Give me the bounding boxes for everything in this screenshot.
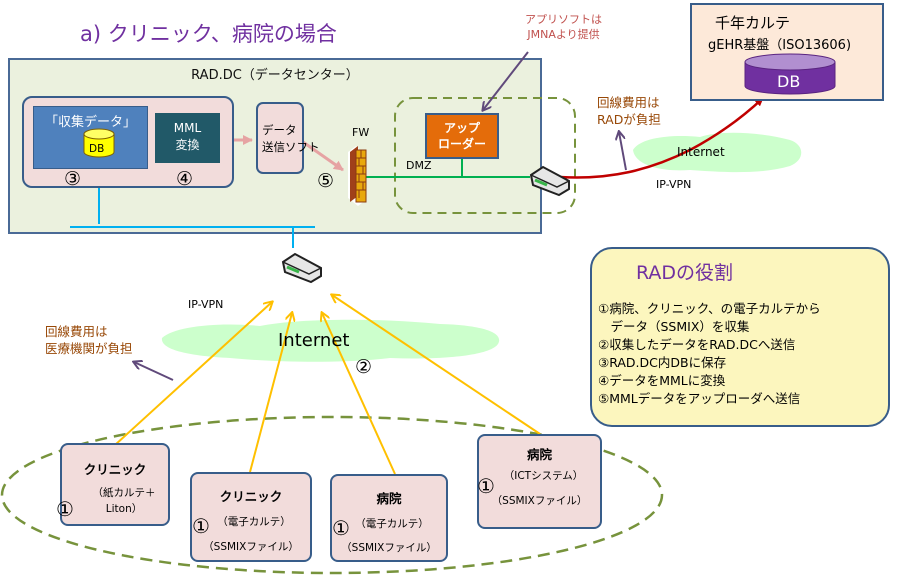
step-1-marker: ① <box>332 516 350 540</box>
collected-data-label: 「収集データ」 <box>44 115 136 130</box>
link-site-1 <box>114 302 272 446</box>
medical-cost-note: 回線費用は 医療機関が負担 <box>45 323 133 357</box>
uploader-box: アップ ローダー <box>425 113 499 159</box>
role-item: ①病院、クリニック、の電子カルテから <box>598 301 821 316</box>
link-site-3 <box>322 313 396 475</box>
site-sub1: （電子カルテ） <box>355 518 429 530</box>
link-site-4 <box>332 295 541 435</box>
page-title: a) クリニック、病院の場合 <box>80 22 337 46</box>
dmz-label: DMZ <box>406 159 432 172</box>
send-line1: データ <box>262 123 297 137</box>
collected-data-box: 「収集データ」 <box>33 106 148 169</box>
site-sub2: （SSMIXファイル） <box>341 542 437 554</box>
site-name: クリニック <box>219 489 283 504</box>
site-clinic-emr: クリニック （電子カルテ） （SSMIXファイル） ① <box>190 472 312 562</box>
role-item: ③RAD.DC内DBに保存 <box>598 355 727 370</box>
step-1-marker: ① <box>477 474 495 498</box>
site-sub1: （紙カルテ＋ <box>92 487 156 499</box>
step-1-marker: ① <box>192 514 210 538</box>
upper-vpn-label: IP-VPN <box>656 178 692 191</box>
rad-cost-note: 回線費用は RADが負担 <box>597 94 661 128</box>
upper-internet-cloud <box>633 132 802 173</box>
step-5-marker: ⑤ <box>317 170 335 192</box>
send-line2: 送信ソフト <box>262 140 320 154</box>
sennen-db-label: DB <box>777 72 801 91</box>
sennen-subtitle: gEHR基盤（ISO13606) <box>708 38 852 53</box>
rad-cost-line2: RADが負担 <box>597 112 661 127</box>
sennen-karte-box <box>690 3 884 101</box>
role-item: ⑤MMLデータをアップローダへ送信 <box>598 391 801 406</box>
mml-line2: 変換 <box>175 138 200 152</box>
arrow-rad-cost <box>619 132 627 171</box>
lower-vpn-label: IP-VPN <box>188 298 224 311</box>
rad-role-box <box>590 247 890 427</box>
institutions-zone <box>0 415 664 575</box>
site-sub1: （電子カルテ） <box>217 516 291 528</box>
site-sub2: Liton） <box>105 503 143 515</box>
site-name: クリニック <box>83 462 147 477</box>
datacenter-title: RAD.DC（データセンター） <box>191 68 359 83</box>
arrow-med-cost <box>134 362 174 381</box>
med-cost-line1: 回線費用は <box>45 324 108 339</box>
router-icon-dmz <box>529 165 570 197</box>
upper-internet-label: Internet <box>677 145 725 159</box>
mml-conversion-box: MML 変換 <box>155 113 220 163</box>
link-to-sennen <box>559 97 764 179</box>
med-cost-line2: 医療機関が負担 <box>45 341 133 356</box>
site-sub2: （SSMIXファイル） <box>203 541 299 553</box>
uploader-line2: ローダー <box>437 137 486 151</box>
site-hospital-ict: 病院 （ICTシステム） （SSMIXファイル） ① <box>477 434 602 529</box>
collected-db-label: DB <box>89 143 105 155</box>
uploader-line1: アップ <box>443 121 480 135</box>
step-2-marker: ② <box>355 356 373 378</box>
step-4-marker: ④ <box>176 168 194 190</box>
rad-role-title: RADの役割 <box>636 262 734 284</box>
role-item: ②収集したデータをRAD.DCへ送信 <box>598 337 796 352</box>
role-item: データ（SSMIX）を収集 <box>598 319 750 334</box>
link-site-2 <box>249 313 292 473</box>
router-icon-dc <box>281 252 322 284</box>
site-name: 病院 <box>376 491 402 506</box>
app-note-line1: アプリソフトは <box>525 13 602 26</box>
app-software-note: アプリソフトは JMNAより提供 <box>525 12 602 42</box>
app-note-line2: JMNAより提供 <box>527 28 600 41</box>
mml-line1: MML <box>173 121 202 135</box>
role-item: ④データをMMLに変換 <box>598 373 726 388</box>
sennen-title: 千年カルテ <box>715 14 791 32</box>
arrow-app-note <box>483 51 529 110</box>
arrow-send-to-fw <box>302 140 344 172</box>
firewall-label: FW <box>352 126 370 139</box>
step-1-marker: ① <box>56 497 74 521</box>
lower-internet-label: Internet <box>278 330 350 351</box>
site-name: 病院 <box>526 447 552 462</box>
rad-cost-line1: 回線費用は <box>597 95 660 110</box>
site-clinic-paper: クリニック （紙カルテ＋ Liton） ① <box>56 443 170 526</box>
site-sub1: （ICTシステム） <box>503 470 584 482</box>
data-send-software-box: データ 送信ソフト <box>256 102 320 174</box>
firewall-icon <box>348 146 367 206</box>
dmz-zone <box>394 97 576 214</box>
site-sub2: （SSMIXファイル） <box>491 495 588 507</box>
step-3-marker: ③ <box>64 168 82 190</box>
site-hospital-emr: 病院 （電子カルテ） （SSMIXファイル） ① <box>330 474 448 562</box>
